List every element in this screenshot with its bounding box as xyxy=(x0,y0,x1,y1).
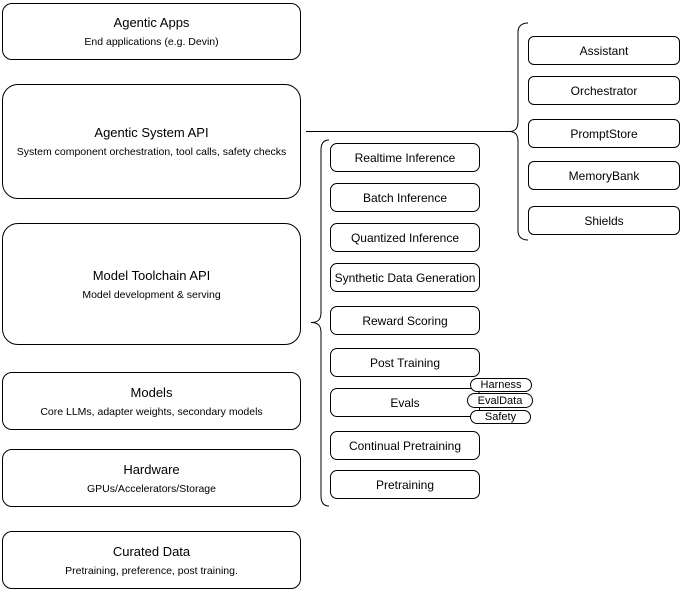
node-promptstore: PromptStore xyxy=(528,119,680,148)
node-subtitle: System component orchestration, tool cal… xyxy=(16,146,287,158)
node-label: MemoryBank xyxy=(568,168,640,183)
pill-label: Safety xyxy=(484,411,517,423)
node-title: Agentic Apps xyxy=(113,15,190,30)
node-label: Orchestrator xyxy=(570,83,638,98)
node-subtitle: GPUs/Accelerators/Storage xyxy=(87,482,216,495)
node-label: Reward Scoring xyxy=(362,313,448,328)
node-label: Evals xyxy=(390,395,420,410)
node-memorybank: MemoryBank xyxy=(528,161,680,190)
node-models: Models Core LLMs, adapter weights, secon… xyxy=(2,372,301,430)
node-assistant: Assistant xyxy=(528,36,680,65)
node-label: Pretraining xyxy=(375,477,435,492)
node-label: Batch Inference xyxy=(362,190,448,205)
node-agentic-apps: Agentic Apps End applications (e.g. Devi… xyxy=(2,3,301,60)
pill-label: EvalData xyxy=(477,394,523,407)
node-orchestrator: Orchestrator xyxy=(528,76,680,105)
node-reward-scoring: Reward Scoring xyxy=(330,306,480,335)
node-subtitle: Model development & serving xyxy=(82,288,221,301)
node-title: Curated Data xyxy=(112,543,191,559)
eval-tag-harness: Harness xyxy=(470,378,532,392)
node-label: Realtime Inference xyxy=(354,150,456,165)
agentic-components-brace xyxy=(508,22,529,241)
node-label: Assistant xyxy=(579,43,629,58)
node-post-training: Post Training xyxy=(330,348,480,377)
node-continual-pretraining: Continual Pretraining xyxy=(330,431,480,460)
node-title: Model Toolchain API xyxy=(92,267,211,283)
node-label: Quantized Inference xyxy=(350,230,460,245)
node-subtitle: Pretraining, preference, post training. xyxy=(65,564,238,577)
node-label: Synthetic Data Generation xyxy=(334,270,476,285)
node-model-toolchain-api: Model Toolchain API Model development & … xyxy=(2,223,301,345)
node-title: Models xyxy=(130,384,173,400)
node-title: Hardware xyxy=(123,461,180,477)
node-label: PromptStore xyxy=(570,126,638,141)
node-pretraining: Pretraining xyxy=(330,470,480,499)
node-quantized-inference: Quantized Inference xyxy=(330,223,480,252)
node-hardware: Hardware GPUs/Accelerators/Storage xyxy=(2,449,301,507)
node-subtitle: Core LLMs, adapter weights, secondary mo… xyxy=(40,405,263,418)
pill-label: Harness xyxy=(480,379,522,391)
node-evals: Evals xyxy=(330,388,480,417)
node-label: Shields xyxy=(584,213,624,228)
node-shields: Shields xyxy=(528,206,680,235)
node-title: Agentic System API xyxy=(94,125,209,140)
node-agentic-system-api: Agentic System API System component orch… xyxy=(2,84,301,199)
toolchain-components-brace xyxy=(310,139,330,507)
node-batch-inference: Batch Inference xyxy=(330,183,480,212)
node-synthetic-data-generation: Synthetic Data Generation xyxy=(330,263,480,292)
eval-tag-safety: Safety xyxy=(470,410,531,424)
node-label: Continual Pretraining xyxy=(348,438,462,453)
eval-tag-evaldata: EvalData xyxy=(467,393,533,408)
node-realtime-inference: Realtime Inference xyxy=(330,143,480,172)
node-label: Post Training xyxy=(369,355,441,370)
node-curated-data: Curated Data Pretraining, preference, po… xyxy=(2,531,301,589)
node-subtitle: End applications (e.g. Devin) xyxy=(84,36,219,48)
